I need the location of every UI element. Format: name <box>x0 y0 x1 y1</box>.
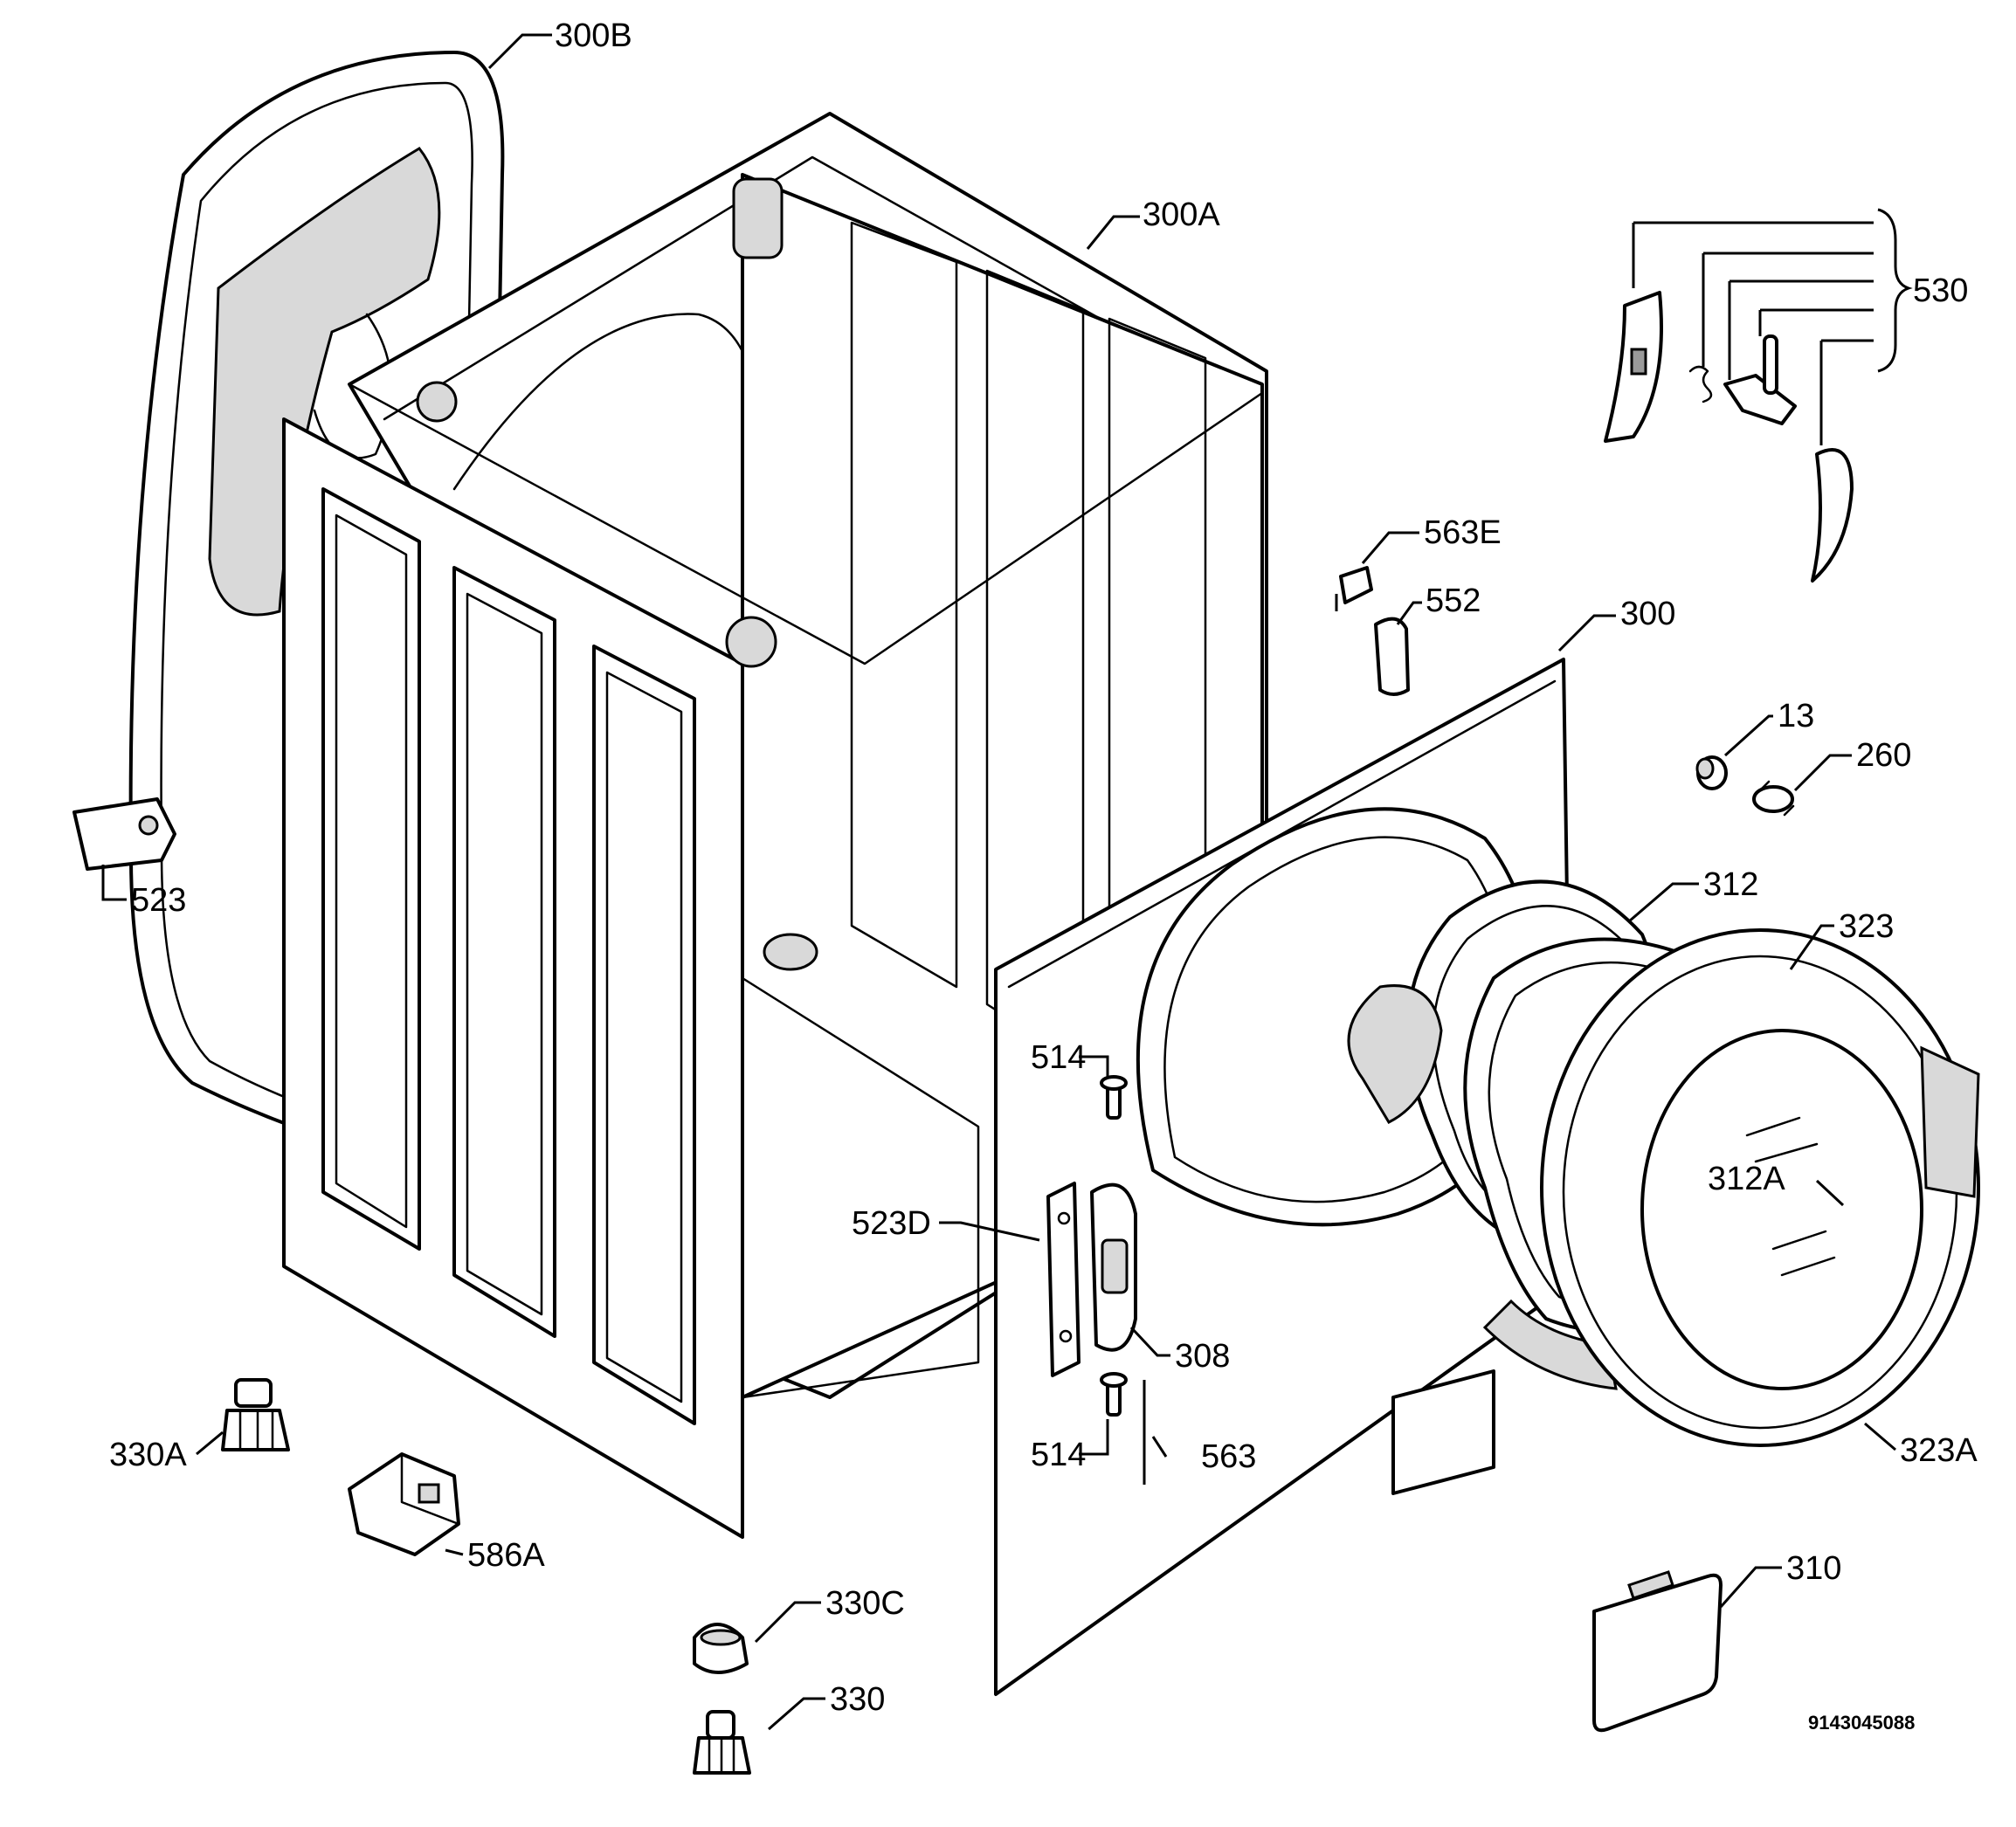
callout-312: 312 <box>1703 866 1758 903</box>
callout-523d: 523D <box>852 1205 931 1242</box>
foot-part-330 <box>693 1710 751 1775</box>
diagram-code: 9143045088 <box>1808 1712 1915 1734</box>
leader-lines <box>101 33 1913 1731</box>
callout-523: 523 <box>131 882 186 919</box>
callout-300b: 300B <box>555 17 632 54</box>
callout-563: 563 <box>1201 1438 1256 1475</box>
foot-cap-part-330c <box>693 1623 749 1674</box>
callout-563e: 563E <box>1424 514 1502 551</box>
callout-labels: 300B 300A 530 563E 552 300 13 260 523 31… <box>109 17 1978 1734</box>
screw-part-514-upper <box>1100 1075 1128 1120</box>
callout-310: 310 <box>1786 1550 1841 1587</box>
callout-514-lower: 514 <box>1031 1437 1086 1473</box>
bushing-part-13 <box>1695 755 1728 790</box>
callout-300: 300 <box>1620 596 1675 632</box>
hinge-clip-part-552 <box>1374 617 1410 696</box>
callout-514-upper: 514 <box>1031 1039 1086 1076</box>
callout-323: 323 <box>1839 908 1894 945</box>
filter-cover-part-310 <box>1592 1570 1723 1733</box>
callout-323a: 323A <box>1900 1432 1978 1469</box>
spring-clip-part-563e <box>1335 566 1373 611</box>
callout-13: 13 <box>1778 698 1814 734</box>
spring-part-260 <box>1752 780 1795 817</box>
callout-308: 308 <box>1175 1338 1230 1375</box>
bracket-part-586a <box>348 1452 460 1556</box>
callout-300a: 300A <box>1143 196 1220 233</box>
callout-330a: 330A <box>109 1437 187 1473</box>
callout-330c: 330C <box>825 1585 905 1622</box>
callout-586a: 586A <box>467 1537 545 1574</box>
callout-530: 530 <box>1913 272 1968 309</box>
door-lock-part-308 <box>1090 1182 1137 1352</box>
door-outer-frame-part-323a <box>1540 928 1980 1447</box>
callout-312a: 312A <box>1708 1161 1785 1197</box>
door-handle-assembly-part-530 <box>1604 291 1854 583</box>
screw-part-514-lower <box>1100 1372 1128 1417</box>
callout-260: 260 <box>1856 737 1911 774</box>
callout-330: 330 <box>830 1681 885 1718</box>
foot-part-330a <box>221 1378 290 1451</box>
lock-bracket-part-523d <box>1046 1182 1080 1377</box>
callout-552: 552 <box>1426 583 1481 619</box>
bracket-part-523 <box>72 797 176 871</box>
